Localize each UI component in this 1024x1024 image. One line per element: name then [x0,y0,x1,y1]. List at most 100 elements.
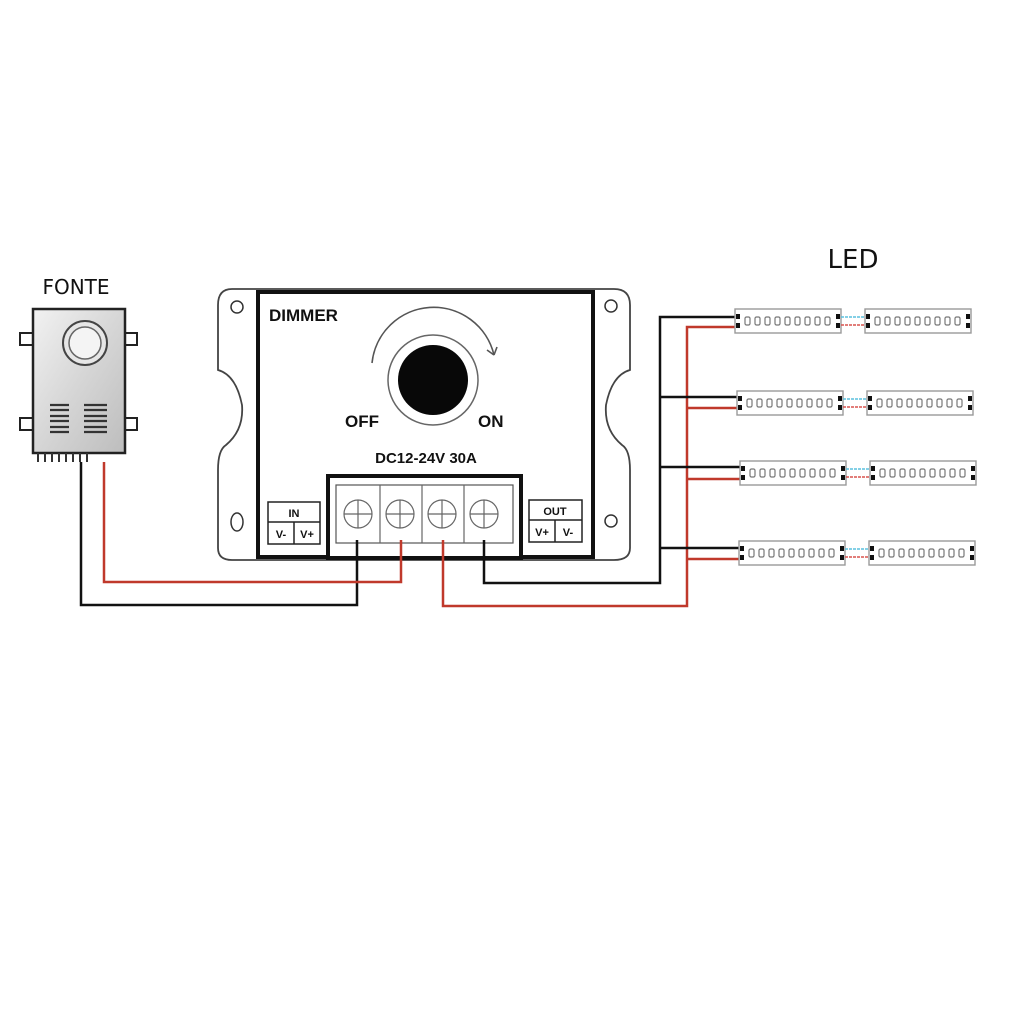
led-chip-icon [824,316,831,326]
rotation-arrow-icon [371,306,495,364]
led-chip-icon [788,548,795,558]
led-chip-icon [819,468,826,478]
led-chip-icon [906,398,913,408]
dimmer-knob[interactable] [398,345,468,415]
led-chip-icon [766,398,773,408]
led-chip-icon [786,398,793,408]
power-supply: FONTE [19,275,138,462]
led-chip-icon [779,468,786,478]
led-strip-segment [869,460,977,486]
led-chip-icon [876,398,883,408]
led-chip-icon [818,548,825,558]
mount-hole [230,512,244,532]
solder-pad [736,323,740,328]
mount-hole [230,300,244,314]
led-chip-icon [904,316,911,326]
led-chip-icon [789,468,796,478]
led-chip-icon [889,468,896,478]
solder-pad [738,396,742,401]
solder-pad [838,396,842,401]
led-chip-icon [944,316,951,326]
led-chip-icon [956,398,963,408]
wire-in-positive [102,462,403,584]
solder-pad [741,466,745,471]
led-strip-segment [736,390,844,416]
solder-pad [870,555,874,560]
led-strip-row [739,460,977,486]
led-chip-icon [946,398,953,408]
wires [79,315,742,608]
led-label: LED [828,245,879,275]
led-chip-icon [919,468,926,478]
led-strip-segment [868,540,976,566]
led-chip-icon [879,468,886,478]
solder-pad [966,323,970,328]
led-chip-icon [934,316,941,326]
led-chip-icon [776,398,783,408]
dimmer-title: DIMMER [269,306,338,325]
solder-pad [968,405,972,410]
solder-pad [870,546,874,551]
solder-pad [971,475,975,480]
solder-pad [868,396,872,401]
led-strip-row [734,308,972,334]
led-chip-icon [748,548,755,558]
wire-out-negative [482,315,738,585]
solder-pad [841,466,845,471]
led-chip-icon [806,398,813,408]
terminal-pins [37,453,88,462]
led-chip-icon [874,316,881,326]
led-chip-icon [799,468,806,478]
led-strip-row [736,390,974,416]
led-chip-icon [959,468,966,478]
led-strips [734,308,977,566]
led-chip-icon [936,398,943,408]
out-terminal-label: OUT V+ V- [528,499,583,543]
solder-pad [836,314,840,319]
solder-pad [871,466,875,471]
solder-pad [736,314,740,319]
led-chip-icon [886,398,893,408]
mount-hole [604,514,618,528]
led-chip-icon [908,548,915,558]
solder-pad [840,555,844,560]
led-strip-segment [739,460,847,486]
in-terminal-label: IN V- V+ [267,501,321,545]
led-chip-icon [928,548,935,558]
led-chip-icon [896,398,903,408]
power-supply-label: FONTE [42,275,109,299]
solder-pad [838,405,842,410]
rating-label: DC12-24V 30A [375,450,477,467]
out-plus-label: V+ [535,527,549,539]
led-chip-icon [894,316,901,326]
on-label: ON [478,412,504,431]
vent-icon [50,403,107,434]
solder-pad [740,546,744,551]
led-strip-row [738,540,976,566]
terminal-screws [343,485,499,543]
led-chip-icon [744,316,751,326]
led-chip-icon [939,468,946,478]
led-chip-icon [878,548,885,558]
led-chip-icon [796,398,803,408]
led-chip-icon [899,468,906,478]
solder-pad [971,466,975,471]
led-strip-segment [734,308,842,334]
led-chip-icon [764,316,771,326]
led-strip-segment [864,308,972,334]
led-chip-icon [914,316,921,326]
led-chip-icon [804,316,811,326]
solder-pad [970,546,974,551]
led-chip-icon [758,548,765,558]
led-chip-icon [754,316,761,326]
led-chip-icon [808,548,815,558]
led-chip-icon [814,316,821,326]
led-chip-icon [916,398,923,408]
led-chip-icon [949,468,956,478]
led-chip-icon [929,468,936,478]
led-chip-icon [884,316,891,326]
led-chip-icon [926,398,933,408]
led-chip-icon [759,468,766,478]
led-chip-icon [826,398,833,408]
